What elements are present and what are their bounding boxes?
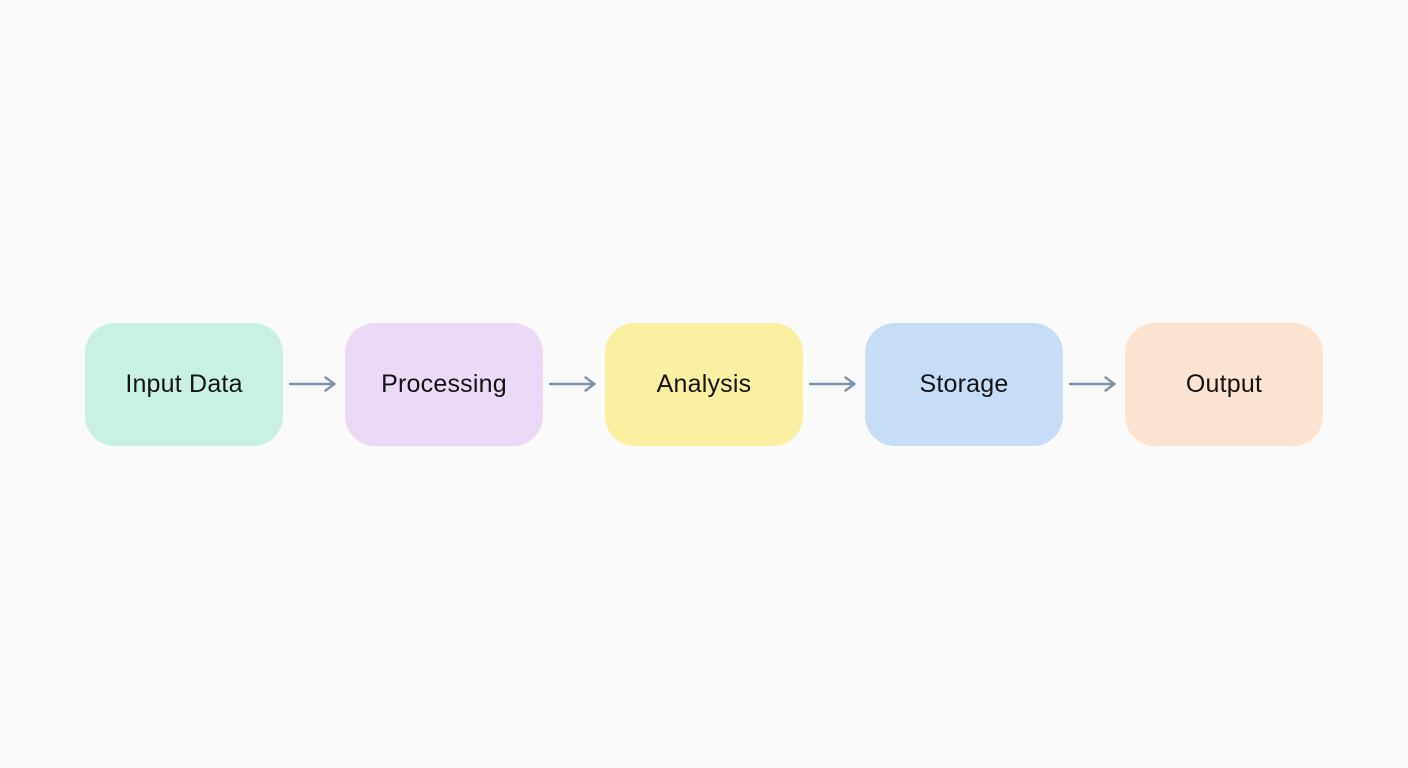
node-output[interactable]: Output [1125,322,1323,446]
node-processing-label: Processing [381,369,507,398]
arrow-right-icon [1068,374,1120,394]
node-analysis-label: Analysis [656,369,752,398]
node-input-data[interactable]: Input Data [85,322,283,446]
node-storage-label: Storage [919,369,1009,398]
node-analysis[interactable]: Analysis [605,322,803,446]
node-output-label: Output [1185,369,1263,398]
arrow-right-icon [808,374,860,394]
arrow-right-icon [548,374,600,394]
node-storage[interactable]: Storage [865,322,1063,446]
node-processing[interactable]: Processing [345,322,543,446]
flowchart-row: Input Data Processing Analysis Storage [85,322,1323,446]
arrow-right-icon [288,374,340,394]
node-input-data-label: Input Data [125,369,243,398]
